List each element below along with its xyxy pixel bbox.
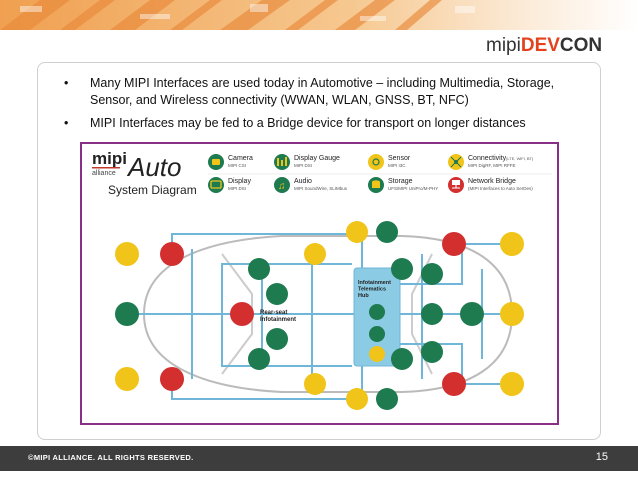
- audio-icon: [391, 348, 413, 370]
- svg-text:MIPI DSI: MIPI DSI: [294, 163, 312, 168]
- system-diagram-svg: mipi alliance Auto System Diagram Camera…: [92, 149, 552, 410]
- copyright: ©MIPI ALLIANCE. ALL RIGHTS RESERVED.: [28, 453, 194, 462]
- legend-sensor: Sensor MIPI I3C: [368, 154, 411, 170]
- audio-icon: [274, 177, 290, 193]
- camera-icon: [376, 221, 398, 243]
- svg-text:Sensor: Sensor: [388, 155, 411, 162]
- legend-camera: Camera MIPI CSI: [208, 154, 253, 170]
- network-bridge-icon: [230, 302, 254, 326]
- audio-icon: [248, 348, 270, 370]
- svg-text:Storage: Storage: [388, 178, 413, 185]
- network-bridge-icon: [160, 242, 184, 266]
- nodes-right: [346, 221, 524, 410]
- svg-text:(MIPI Interfaces to Auto SerDe: (MIPI Interfaces to Auto SerDes): [468, 186, 533, 191]
- sensor-icon: [500, 302, 524, 326]
- logo-prefix: mipi: [486, 35, 521, 56]
- bullet-text: MIPI Interfaces may be fed to a Bridge d…: [90, 116, 526, 130]
- svg-text:UFS/MIPI UniPro/M-PHY: UFS/MIPI UniPro/M-PHY: [388, 186, 438, 191]
- svg-text:MIPI DSI: MIPI DSI: [228, 186, 246, 191]
- bullet-item: • MIPI Interfaces may be fed to a Bridge…: [60, 115, 590, 132]
- nodes-left: [115, 242, 326, 395]
- display-icon: [421, 341, 443, 363]
- network-bridge-icon: [442, 232, 466, 256]
- camera-icon: [460, 302, 484, 326]
- bullet-list: • Many MIPI Interfaces are used today in…: [60, 75, 590, 138]
- sensor-icon: [346, 388, 368, 410]
- logo-accent: DEV: [520, 35, 560, 56]
- sensor-icon: [368, 154, 384, 170]
- display-icon: [266, 328, 288, 350]
- sensor-icon: [304, 243, 326, 265]
- network-bridge-icon: [160, 367, 184, 391]
- svg-text:MIPI I3C: MIPI I3C: [388, 163, 406, 168]
- legend-network-bridge: Network Bridge (MIPI Interfaces to Auto …: [448, 177, 533, 193]
- audio-icon: [391, 258, 413, 280]
- svg-text:Display: Display: [228, 178, 251, 185]
- sensor-icon: [115, 367, 139, 391]
- page-number: 15: [595, 451, 608, 463]
- svg-text:Connectivity: Connectivity: [468, 155, 507, 162]
- svg-text:♫: ♫: [278, 181, 286, 192]
- svg-text:Network Bridge: Network Bridge: [468, 178, 516, 185]
- svg-text:Camera: Camera: [228, 155, 253, 162]
- svg-text:Display Gauge: Display Gauge: [294, 155, 340, 162]
- bullet-item: • Many MIPI Interfaces are used today in…: [60, 75, 590, 109]
- camera-icon: [376, 388, 398, 410]
- diagram-logo-auto: Auto: [126, 152, 182, 182]
- system-diagram: mipi alliance Auto System Diagram Camera…: [80, 142, 559, 425]
- banner-pattern: [0, 0, 638, 30]
- hub-storage-icon: [369, 326, 385, 342]
- legend-display: Display MIPI DSI: [208, 177, 251, 193]
- legend-connectivity: Connectivity (LTE, WiFi, BT) MIPI DigRF,…: [448, 154, 534, 170]
- logo-suffix: CON: [559, 35, 603, 56]
- bullet-dot: •: [64, 76, 69, 90]
- svg-text:(LTE, WiFi, BT): (LTE, WiFi, BT): [506, 156, 534, 161]
- header-banner: mipiDEVCON: [0, 0, 638, 60]
- svg-text:MIPI CSI: MIPI CSI: [228, 163, 246, 168]
- logo-underline: [92, 167, 120, 169]
- connectivity-icon: [500, 372, 524, 396]
- display-icon: [266, 283, 288, 305]
- bullet-dot: •: [64, 116, 69, 130]
- display-icon: [421, 303, 443, 325]
- diagram-logo-alliance: alliance: [92, 170, 116, 177]
- connectivity-icon: [500, 232, 524, 256]
- diagram-logo-mipi: mipi: [92, 149, 127, 168]
- hub-display-icon: [369, 304, 385, 320]
- network-bridge-icon: [442, 372, 466, 396]
- legend-display-gauge: Display Gauge MIPI DSI: [274, 154, 340, 170]
- sensor-icon: [304, 373, 326, 395]
- footer-bar: ©MIPI ALLIANCE. ALL RIGHTS RESERVED. 15: [0, 446, 638, 471]
- sensor-icon: [115, 242, 139, 266]
- svg-text:MIPI DigRF, MIPI RFFE: MIPI DigRF, MIPI RFFE: [468, 163, 516, 168]
- legend: Camera MIPI CSI Display Gauge MIPI DSI S…: [208, 154, 552, 193]
- svg-text:MIPI SoundWire, SLIMbus: MIPI SoundWire, SLIMbus: [294, 186, 348, 191]
- legend-audio: ♫ Audio MIPI SoundWire, SLIMbus: [274, 177, 348, 193]
- diagram-subtitle: System Diagram: [108, 183, 197, 197]
- camera-icon: [115, 302, 139, 326]
- hub-connectivity-icon: [369, 346, 385, 362]
- sensor-icon: [346, 221, 368, 243]
- svg-text:Audio: Audio: [294, 178, 312, 185]
- legend-storage: Storage UFS/MIPI UniPro/M-PHY: [368, 177, 438, 193]
- bullet-text: Many MIPI Interfaces are used today in A…: [90, 76, 555, 107]
- mipi-devcon-logo: mipiDEVCON: [486, 36, 602, 56]
- gauge-icon: [421, 263, 443, 285]
- audio-icon: [248, 258, 270, 280]
